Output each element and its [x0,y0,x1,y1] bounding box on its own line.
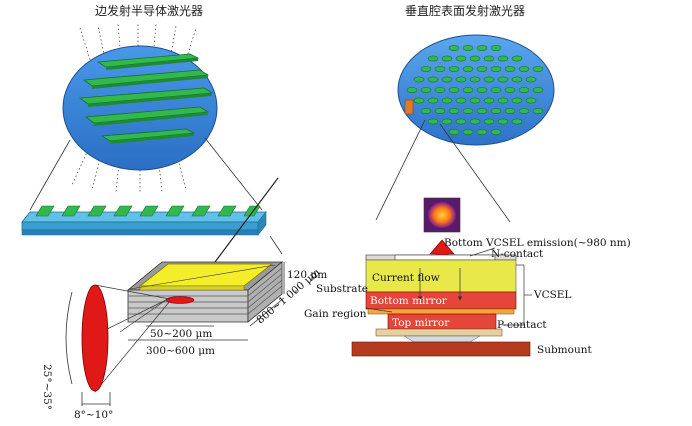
vcsel-emitter-dot [483,55,495,62]
vcsel-emitter-dot [448,129,460,135]
vcsel-emitter-dot [518,66,530,72]
vcsel-emitter-dot [532,66,544,72]
beam-horizontal-angle-label: 8°~10° [74,409,114,421]
p-contact-label: P-contact [497,319,547,331]
vcsel-emitter-dot [469,118,481,125]
vcsel-emitter-dot [448,108,460,114]
vcsel-emitter-dot [441,76,453,83]
vcsel-structure [351,247,532,357]
vcsel-emitter-dot [490,45,502,51]
vcsel-emitter-dot [483,76,495,83]
vcsel-emitter-dot [469,97,481,104]
vcsel-emitter-dot [420,66,432,72]
vcsel-emitter-dot [462,66,474,72]
vcsel-emitter-dot [532,87,544,93]
vcsel-emitter-dot [490,87,502,93]
vcsel-emitter-dot [427,76,439,83]
vcsel-emitter-dot [455,97,467,104]
vcsel-emitter-dot [476,45,488,51]
beam-vertical-angle-label: 25°~35° [41,364,53,411]
vcsel-emitter-dot [490,66,502,72]
vcsel-emission-spot [423,197,461,233]
vcsel-emitter-dot [476,87,488,93]
vcsel-emitter-dot [525,97,537,104]
edge-emitter-title: 边发射半导体激光器 [95,4,204,18]
dim-height-label: 120 μm [287,269,328,281]
vcsel-emitter-dot [462,108,474,114]
vcsel-emitter-dot [497,118,509,125]
vcsel-emitter-dot [434,108,446,114]
vcsel-title: 垂直腔表面发射激光器 [405,4,526,18]
vcsel-emitter-dot [455,76,467,83]
substrate-label: Substrate [316,283,368,295]
vcsel-emitter-dot [490,129,502,135]
vcsel-emitter-dot [483,118,495,125]
vcsel-emitter-dot [497,55,509,62]
vcsel-emitter-dot [441,97,453,104]
vcsel-emitter-dot [448,87,460,93]
bottom-mirror-label: Bottom mirror [370,295,447,307]
vcsel-emitter-dot [448,66,460,72]
edge-emitter-chip [126,261,284,323]
edge-emitter-beam [65,284,171,406]
vcsel-emitter-dot [504,66,516,72]
vcsel-emitter-dot [462,87,474,93]
vcsel-emitter-dot [455,55,467,62]
vcsel-emitter-dot [441,118,453,125]
vcsel-emitter-dot [455,118,467,125]
vcsel-emitter-dot [476,108,488,114]
vcsel-emitter-dot [511,118,523,125]
dim-stripe-label: 50~200 μm [150,328,213,340]
vcsel-emitter-dot [434,87,446,93]
vcsel-emitter-dot [420,87,432,93]
vcsel-emitter-dot [462,129,474,135]
vcsel-emitter-dot [406,87,418,93]
vcsel-emitter-dot [525,76,537,83]
vcsel-emitter-dot [427,55,439,62]
vcsel-emitter-dot [476,66,488,72]
vcsel-emitter-dot [441,55,453,62]
vcsel-emitter-dot [497,76,509,83]
vcsel-emitter-dot [497,97,509,104]
emission-label: Bottom VCSEL emission(~980 nm) [444,237,631,249]
vcsel-emitter-dot [518,87,530,93]
submount-label: Submount [537,344,592,356]
vcsel-emitter-dot [483,97,495,104]
n-contact-label: N-contact [491,248,544,260]
dim-width-label: 300~600 μm [146,345,215,357]
vcsel-emitter-dot [476,129,488,135]
current-flow-label: Current flow [372,272,440,284]
vcsel-emitter-dot [462,45,474,51]
vcsel-emitter-dot [427,118,439,125]
vcsel-wafer [397,34,555,146]
vcsel-emitter-dot [511,76,523,83]
vcsel-emitter-dot [490,108,502,114]
vcsel-emitter-dot [511,55,523,62]
edge-emitter-bar-strip [21,205,267,236]
vcsel-emitter-dot [448,45,460,51]
vcsel-emitter-dot [518,108,530,114]
vcsel-label: VCSEL [534,289,572,301]
gain-region-label: Gain region [304,308,367,320]
vcsel-emitter-dot [532,108,544,114]
vcsel-emitter-dot [420,108,432,114]
vcsel-emitter-dot [434,66,446,72]
edge-emitter-wafer [62,23,218,193]
vcsel-emitter-dot [413,76,425,83]
vcsel-emitter-dot [504,108,516,114]
vcsel-emitter-dot [413,97,425,104]
vcsel-emitter-dot [469,76,481,83]
vcsel-emitter-dot [511,97,523,104]
vcsel-emitter-dot [427,97,439,104]
vcsel-emitter-dot [469,55,481,62]
top-mirror-label: Top mirror [392,317,450,329]
vcsel-emitter-dot [504,87,516,93]
